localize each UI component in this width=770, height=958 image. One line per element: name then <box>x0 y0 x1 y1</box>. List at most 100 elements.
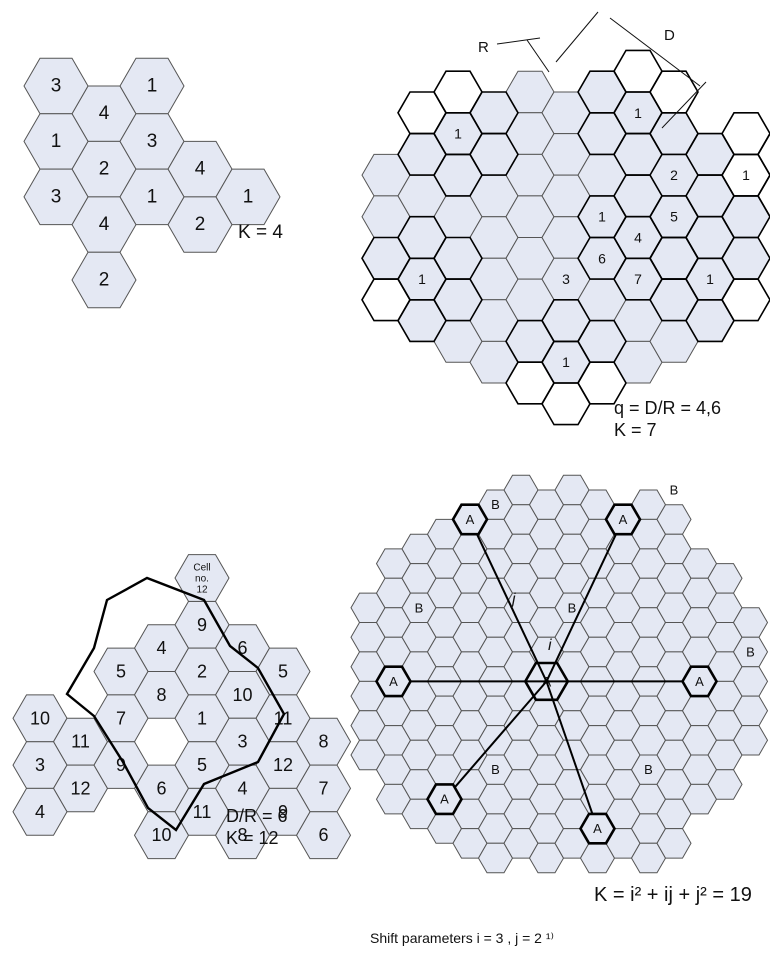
cell-number: 3 <box>35 755 45 775</box>
cell-number: 9 <box>197 615 207 635</box>
cell-number: 2 <box>670 167 678 183</box>
cell-number: 1 <box>51 131 62 152</box>
d-dimension-line <box>609 17 701 87</box>
cell-number: 5 <box>278 662 288 682</box>
cell-number: 4 <box>99 103 110 124</box>
cell-number: 3 <box>237 732 247 752</box>
cluster-cell-outline <box>541 382 591 426</box>
cell-b-label: B <box>491 497 500 512</box>
cell-number: 1 <box>742 167 750 183</box>
cell-number: 3 <box>147 131 158 152</box>
k4-caption: K = 4 <box>238 222 283 243</box>
cell <box>71 251 137 309</box>
panel-k19-cluster: AAAAAAABBBBBBBij <box>350 474 769 874</box>
cell-number: 8 <box>156 685 166 705</box>
cell-number: 3 <box>562 271 570 287</box>
k12-caption-k: K = 12 <box>226 828 279 848</box>
cell-number: 6 <box>318 825 328 845</box>
cell-number: 1 <box>243 186 254 207</box>
cell-number: 8 <box>318 732 328 752</box>
cluster-cell-outline <box>397 91 447 135</box>
cell-number: 1 <box>418 271 426 287</box>
r-dimension-arrow <box>496 37 541 45</box>
cell-number: 2 <box>195 214 206 235</box>
d-extension-right <box>661 81 707 129</box>
cochannel-cell-a <box>374 665 413 698</box>
cell-b-label: B <box>415 600 424 615</box>
cell-a-label: A <box>695 674 704 689</box>
cell-number: 10 <box>30 708 50 728</box>
cluster-cell-outline <box>649 236 699 280</box>
cell-number: 5 <box>197 755 207 775</box>
cell-number: 2 <box>99 269 110 290</box>
cell-number: 1 <box>562 354 570 370</box>
cell-number: 10 <box>151 825 171 845</box>
cell-number: 7 <box>116 708 126 728</box>
cell-number: 12 <box>273 755 293 775</box>
cell-number: 1 <box>598 209 606 225</box>
cell-number: 2 <box>99 159 110 180</box>
cell-a-label: A <box>466 512 475 527</box>
cell-number: 10 <box>232 685 252 705</box>
cell-number: 11 <box>193 802 212 822</box>
cell-number: 4 <box>156 638 166 658</box>
cell-number: 1 <box>706 271 714 287</box>
cell-note-line: 12 <box>196 585 208 596</box>
cell-a-label: A <box>619 512 628 527</box>
cell-b-label: B <box>670 483 679 498</box>
cochannel-cell-a <box>680 665 719 698</box>
shift-parameters-footer: Shift parameters i = 3 , j = 2 ¹⁾ <box>370 930 554 946</box>
cell <box>93 741 149 789</box>
reuse-arrows <box>391 517 702 831</box>
cell-a-label: A <box>440 792 449 807</box>
j-shift-label: j <box>510 591 516 608</box>
cell-number: 4 <box>634 229 642 245</box>
cell <box>119 168 185 226</box>
cell-number: 4 <box>99 214 110 235</box>
cluster-outlines <box>361 49 770 426</box>
cell-number: 7 <box>634 271 642 287</box>
cell <box>174 787 230 836</box>
cluster-cell-outline <box>577 195 627 239</box>
cell <box>656 828 692 859</box>
cluster-boundary <box>65 576 286 832</box>
cell-number: 1 <box>197 708 207 728</box>
cell-b-label: B <box>644 762 653 777</box>
cell-note-line: no. <box>195 574 209 585</box>
d-annotation-label: D <box>664 27 675 44</box>
cluster-cell-outline <box>757 132 770 176</box>
cluster-cell-outline <box>577 70 627 114</box>
i-shift-label: i <box>548 637 552 654</box>
cell-number: 1 <box>634 105 642 121</box>
reuse-arrow <box>443 680 548 801</box>
cell <box>23 168 89 226</box>
cell <box>215 168 281 226</box>
k7-caption-k: K = 7 <box>614 420 657 440</box>
cluster-cell-outline <box>685 132 735 176</box>
r-dimension-line <box>526 39 550 73</box>
cell-a-label: A <box>593 821 602 836</box>
cell <box>707 769 743 800</box>
cell-number: 4 <box>195 159 206 180</box>
cell-number: 5 <box>670 209 678 225</box>
cell-b-label: B <box>491 762 500 777</box>
cell-number: 9 <box>116 755 126 775</box>
cell-number: 3 <box>51 76 62 97</box>
k12-caption-dr: D/R = 6 <box>226 806 288 826</box>
cluster-cell-outline <box>361 236 411 280</box>
cell-number: 1 <box>147 186 158 207</box>
cell-number: 1 <box>454 126 462 142</box>
k7-caption-q: q = D/R = 4,6 <box>614 398 722 418</box>
cell-number: 8 <box>237 825 247 845</box>
cell <box>174 554 230 602</box>
cell-number: 7 <box>318 778 328 798</box>
cell-number: 6 <box>598 250 606 266</box>
cell <box>732 725 769 756</box>
cluster-cell-outline <box>505 319 555 364</box>
cochannel-cell-a <box>451 503 489 536</box>
cell-number: 5 <box>116 662 126 682</box>
cochannel-cell-a <box>578 812 617 845</box>
cell-a-label: A <box>389 674 398 689</box>
